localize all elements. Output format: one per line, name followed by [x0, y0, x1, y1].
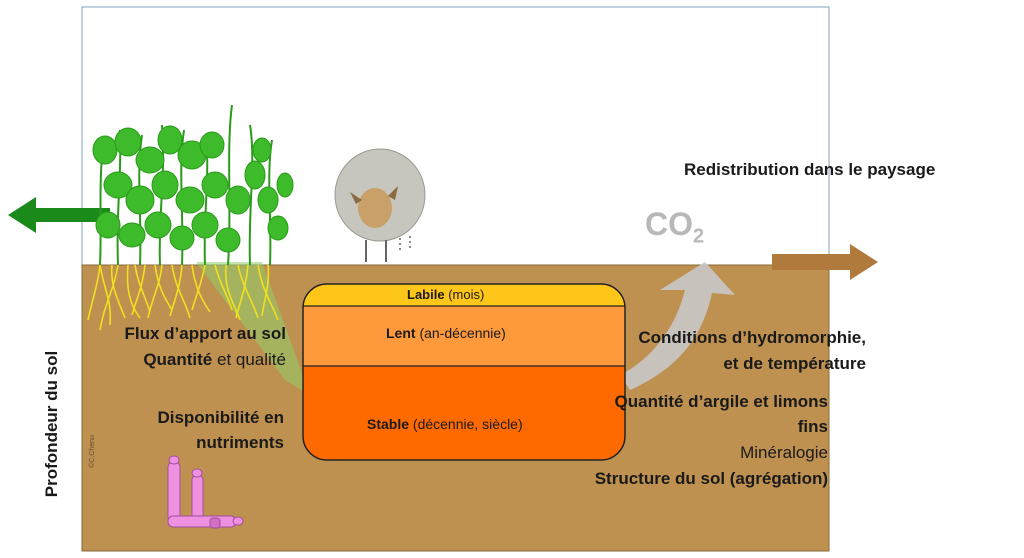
stable-time: (décennie, siècle) — [409, 416, 523, 432]
stable-name: Stable — [367, 416, 410, 432]
mineralogie-label: Minéralogie — [740, 443, 828, 462]
carbon-pools — [302, 283, 626, 461]
lent-time: (an-décennie) — [415, 325, 506, 341]
disponibilite-line1: Disponibilité en — [157, 408, 284, 427]
labile-time: (mois) — [444, 287, 485, 302]
labile-label: Labile (mois) — [407, 287, 484, 302]
stable-label: Stable (décennie, siècle) — [367, 416, 523, 432]
flux-label: Flux d’apport au sol — [124, 324, 286, 343]
profondeur-label: Profondeur du sol — [42, 350, 61, 498]
co2-label: CO2 — [645, 206, 704, 248]
pool-labile — [303, 284, 625, 306]
redistribution-label: Redistribution dans le paysage — [684, 160, 936, 179]
input-flux-band — [196, 262, 310, 395]
conditions-line2: et de température — [723, 354, 866, 373]
disponibilite-line2: nutriments — [196, 433, 284, 452]
lent-label: Lent (an-décennie) — [386, 325, 506, 341]
co2-text: CO — [645, 206, 693, 242]
argile-line1: Quantité d’argile et limons — [614, 392, 828, 411]
structure-label: Structure du sol (agrégation) — [594, 469, 828, 488]
left-arrow-icon — [8, 197, 110, 233]
lent-name: Lent — [386, 325, 416, 341]
conditions-line1: Conditions d’hydromorphie, — [638, 328, 866, 347]
quantite-bold: Quantité — [143, 350, 213, 369]
sheep-icon — [334, 148, 426, 262]
pool-lent — [303, 306, 625, 366]
roots — [87, 264, 279, 331]
co2-arrow-icon — [620, 262, 735, 390]
co2-subscript: 2 — [693, 225, 705, 248]
plant-icon — [92, 104, 294, 266]
quantite-label: Quantité et qualité — [143, 350, 286, 370]
right-arrow-icon — [772, 244, 878, 280]
pool-stable — [303, 366, 625, 460]
quantite-rest: et qualité — [212, 350, 286, 369]
argile-line2: fins — [797, 417, 828, 436]
copyright-label: ©C.Chenu — [88, 435, 96, 468]
earthworm-icon — [167, 455, 244, 529]
labile-name: Labile — [407, 287, 445, 302]
